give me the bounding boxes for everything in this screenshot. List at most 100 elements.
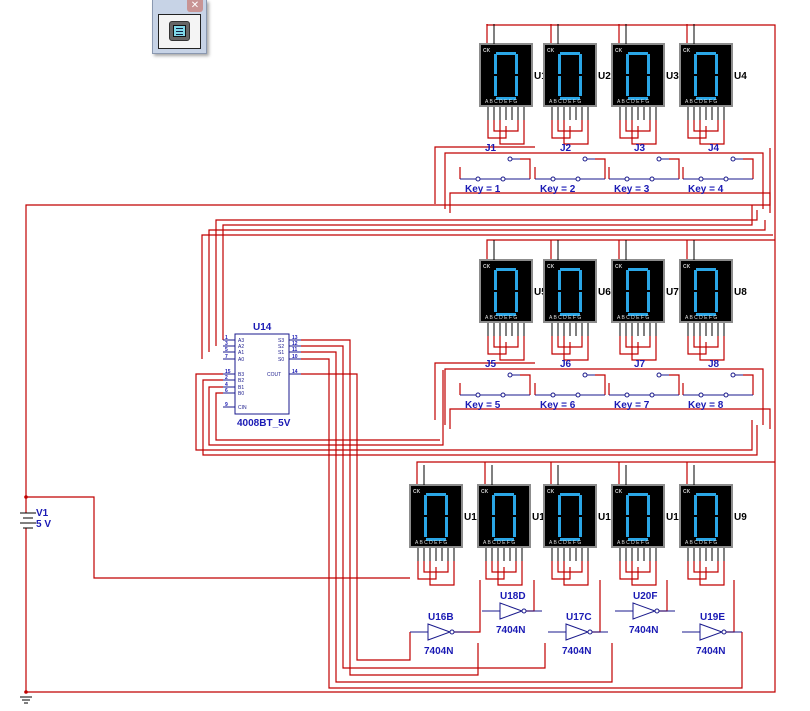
wire[interactable] xyxy=(631,120,657,145)
seven-segment-display-13[interactable]: CKA B C D E F GU9 xyxy=(679,465,747,561)
wire[interactable] xyxy=(429,561,455,586)
wire[interactable] xyxy=(202,379,758,456)
wire[interactable] xyxy=(657,580,668,612)
wire[interactable] xyxy=(520,158,531,179)
wire[interactable] xyxy=(487,336,507,355)
wire[interactable] xyxy=(551,561,571,580)
wire[interactable] xyxy=(417,561,437,580)
wire[interactable] xyxy=(444,368,764,425)
wire[interactable] xyxy=(743,374,754,395)
wire[interactable] xyxy=(486,239,775,260)
wire[interactable] xyxy=(551,120,571,139)
seven-segment-display-3[interactable]: CKA B C D E F GU3 xyxy=(611,24,679,120)
wire[interactable] xyxy=(208,220,766,352)
seven-segment-display-1[interactable]: CKA B C D E F GU1 xyxy=(479,24,547,120)
wire[interactable] xyxy=(595,158,606,179)
wire[interactable] xyxy=(699,120,725,145)
wire[interactable] xyxy=(301,345,546,669)
wire[interactable] xyxy=(215,392,440,441)
wire[interactable] xyxy=(699,336,725,361)
wire[interactable] xyxy=(693,336,719,348)
wire[interactable] xyxy=(491,561,517,573)
wire[interactable] xyxy=(693,120,719,132)
wire[interactable] xyxy=(485,561,505,580)
wire[interactable] xyxy=(619,120,639,139)
wire[interactable] xyxy=(724,580,735,633)
wire[interactable] xyxy=(557,120,583,132)
dc-source-v1[interactable]: V15 V xyxy=(20,508,51,530)
wire[interactable] xyxy=(631,336,657,361)
wire[interactable] xyxy=(687,561,707,580)
wire[interactable] xyxy=(452,580,481,633)
wire[interactable] xyxy=(25,148,771,513)
wire[interactable] xyxy=(625,336,651,348)
wire[interactable] xyxy=(499,120,525,145)
wire[interactable] xyxy=(493,336,519,348)
wire[interactable] xyxy=(625,561,651,573)
wire[interactable] xyxy=(416,461,775,485)
wire[interactable] xyxy=(669,158,680,179)
wire[interactable] xyxy=(551,336,571,355)
wire[interactable] xyxy=(201,234,773,359)
seven-segment-display-8[interactable]: CKA B C D E F GU8 xyxy=(679,240,747,336)
wire[interactable] xyxy=(195,373,753,451)
wire[interactable] xyxy=(25,24,776,693)
wire[interactable] xyxy=(557,561,583,573)
wire[interactable] xyxy=(619,336,639,355)
wire[interactable] xyxy=(434,146,535,204)
wire[interactable] xyxy=(669,374,680,395)
wire[interactable] xyxy=(215,210,758,346)
wire[interactable] xyxy=(625,120,651,132)
wire[interactable] xyxy=(493,120,519,132)
wire[interactable] xyxy=(563,336,589,361)
wire[interactable] xyxy=(595,374,606,395)
wire[interactable] xyxy=(499,336,525,361)
wire[interactable] xyxy=(449,408,771,429)
wire[interactable] xyxy=(444,152,764,209)
wire[interactable] xyxy=(434,362,535,420)
wire[interactable] xyxy=(301,373,411,661)
wire[interactable] xyxy=(497,561,523,586)
seven-segment-display-12[interactable]: CKA B C D E F GU1 xyxy=(611,465,679,561)
wire[interactable] xyxy=(423,561,449,573)
wire[interactable] xyxy=(699,561,725,586)
wire[interactable] xyxy=(743,158,754,179)
seven-segment-display-9[interactable]: CKA B C D E F GU1 xyxy=(409,465,477,561)
wire[interactable] xyxy=(222,205,753,340)
close-button[interactable]: ✕ xyxy=(187,0,203,12)
wire[interactable] xyxy=(487,120,507,139)
wire[interactable] xyxy=(631,561,657,586)
wire[interactable] xyxy=(301,351,613,683)
seven-segment-display-6[interactable]: CKA B C D E F GU6 xyxy=(543,240,611,336)
seven-segment-display-10[interactable]: CKA B C D E F GU1 xyxy=(477,465,545,561)
wire[interactable] xyxy=(449,192,771,213)
wire[interactable] xyxy=(687,120,707,139)
instruments-button[interactable] xyxy=(169,21,190,41)
seven-segment-display-11[interactable]: CKA B C D E F GU1 xyxy=(543,465,611,561)
wire[interactable] xyxy=(26,496,410,579)
seven-segment-display-2[interactable]: CKA B C D E F GU2 xyxy=(543,24,611,120)
wire[interactable] xyxy=(619,561,639,580)
wire[interactable] xyxy=(520,374,531,395)
wire[interactable] xyxy=(557,336,583,348)
seven-segment-display-7[interactable]: CKA B C D E F GU7 xyxy=(611,240,679,336)
wire[interactable] xyxy=(301,358,743,689)
wire[interactable] xyxy=(563,561,589,586)
wire[interactable] xyxy=(563,120,589,145)
wire[interactable] xyxy=(208,370,444,446)
wire[interactable] xyxy=(693,561,719,573)
wire[interactable] xyxy=(687,336,707,355)
